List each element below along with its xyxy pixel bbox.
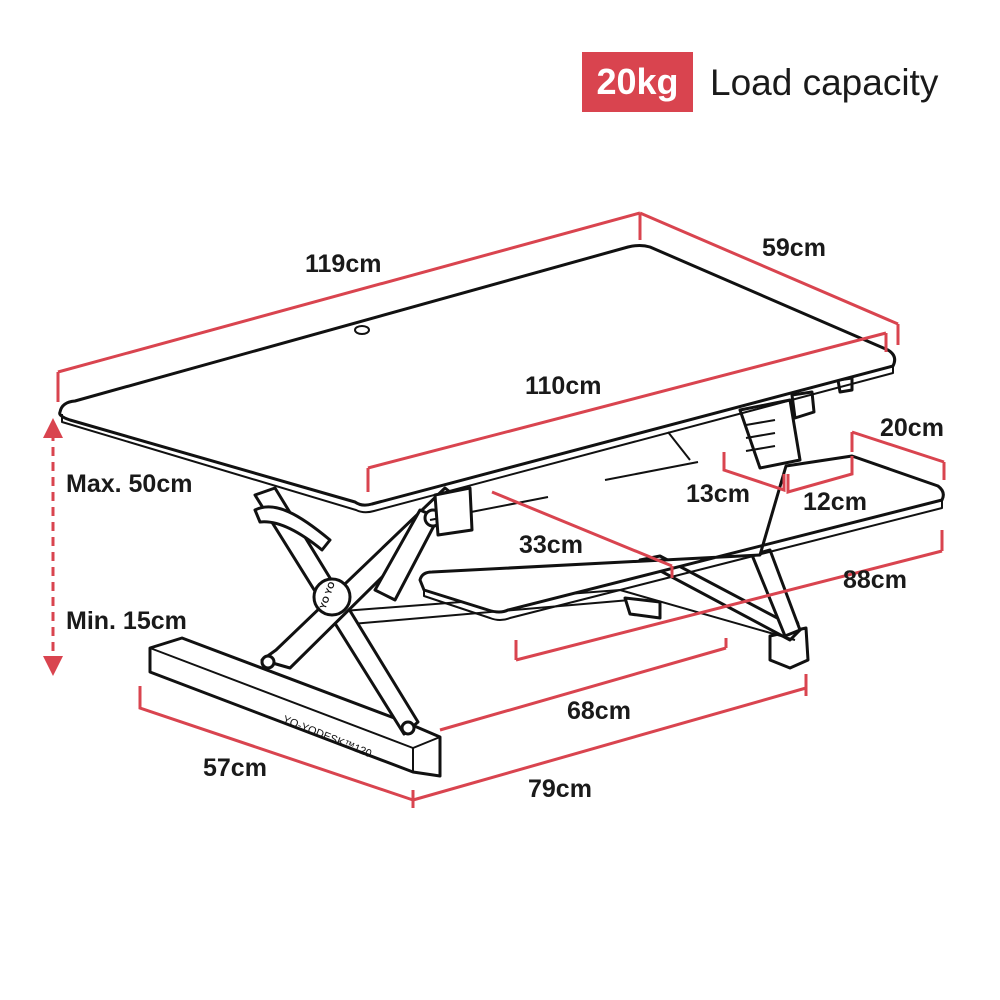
label-tray-gap: 13cm xyxy=(686,480,750,508)
load-capacity-badge xyxy=(582,52,693,112)
front-desk-bracket xyxy=(433,486,474,537)
dimension-lines xyxy=(43,211,946,808)
dimension-labels: 119cm 59cm 110cm Max. 50cm Min. 15cm 20c… xyxy=(66,234,944,803)
desktop-front-edge xyxy=(61,366,894,514)
scissor-hinge-logo-disc xyxy=(312,577,352,617)
label-max-height: Max. 50cm xyxy=(66,470,192,498)
keyboard-tray xyxy=(418,454,945,614)
pivot-bolt xyxy=(400,720,416,736)
bracket-slot xyxy=(745,445,776,452)
dim-line-desktop-width xyxy=(56,211,642,402)
height-arrow-up xyxy=(43,418,63,438)
label-base-depth: 57cm xyxy=(203,754,267,782)
dim-line-tray-outer-depth xyxy=(850,430,946,480)
cable-grommet xyxy=(354,325,370,335)
dim-line-tray-gap xyxy=(722,452,786,493)
bracket-slot xyxy=(745,432,776,439)
load-capacity-value: 20kg xyxy=(596,61,679,102)
label-desktop-front-width: 110cm xyxy=(525,372,601,400)
dim-line-desktop-front xyxy=(366,331,888,492)
label-tray-width: 88cm xyxy=(843,566,907,594)
keyboard-tray-edge xyxy=(423,500,943,621)
dim-line-tray-cutout xyxy=(491,490,674,578)
label-min-height: Min. 15cm xyxy=(66,607,187,635)
height-arrow-down xyxy=(43,656,63,676)
load-capacity-label: Load capacity xyxy=(710,62,939,103)
tray-support-bracket xyxy=(623,596,662,620)
dim-line-tray-width xyxy=(514,530,944,662)
pivot-bolt xyxy=(260,654,276,670)
dim-line-base-width xyxy=(412,674,808,802)
label-base-width: 79cm xyxy=(528,775,592,803)
dim-line-desktop-depth xyxy=(639,211,900,345)
release-handle xyxy=(253,505,332,552)
label-desktop-depth: 59cm xyxy=(762,234,826,262)
label-base-inner-width: 68cm xyxy=(567,697,631,725)
dim-line-base-inner xyxy=(439,638,728,732)
base-frame xyxy=(148,636,442,778)
label-tray-cutout: 33cm xyxy=(519,531,583,559)
label-tray-depth: 12cm xyxy=(803,488,867,516)
base-rail-mid xyxy=(339,599,631,626)
slide-rail-arm xyxy=(667,431,691,461)
desktop-surface xyxy=(58,244,897,507)
bracket-slot xyxy=(745,419,776,426)
label-tray-outer-depth: 20cm xyxy=(880,414,944,442)
slide-rail-right xyxy=(604,461,699,481)
dim-line-tray-depth xyxy=(786,456,854,494)
label-desktop-width: 119cm xyxy=(305,250,381,278)
